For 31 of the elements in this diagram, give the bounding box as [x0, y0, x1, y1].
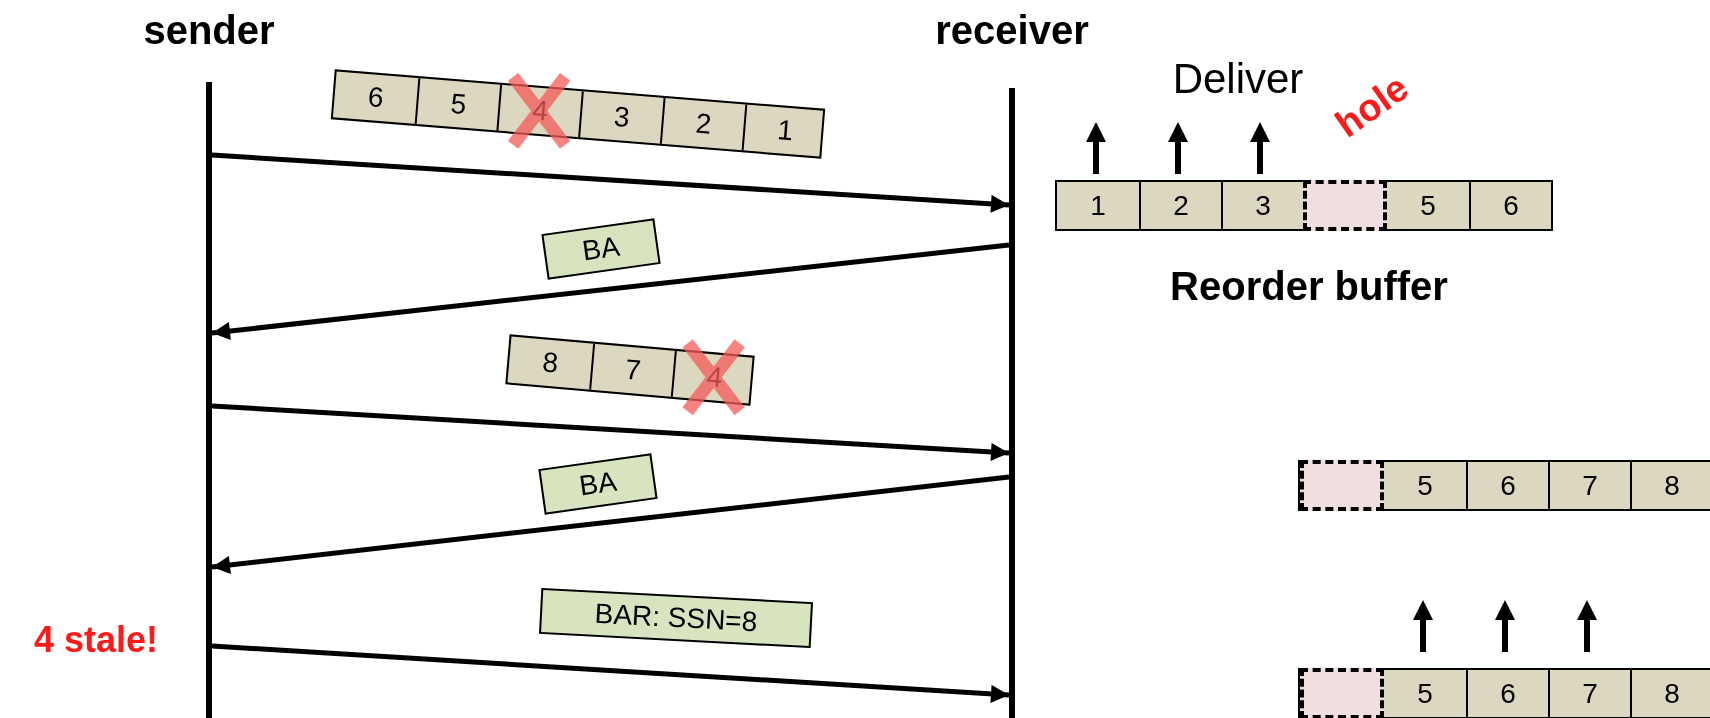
caption-text: Deliver [1172, 55, 1304, 103]
reorder-buffer [1055, 180, 1553, 231]
sequence-number: 3 [578, 91, 664, 144]
ack-packet: BA [541, 218, 661, 280]
sequence-number: 5 [1419, 188, 1437, 223]
sequence-number: 5 [1416, 676, 1434, 711]
sequence-number: 2 [659, 97, 746, 151]
annotation-text: hole [1327, 66, 1417, 146]
sequence-number: 8 [540, 345, 561, 381]
reorder-buffer [1298, 668, 1710, 718]
sequence-number: 7 [1548, 670, 1630, 717]
sequence-number: 1 [741, 104, 828, 157]
sequence-number: 6 [365, 80, 386, 116]
sequence-number: 8 [1630, 670, 1710, 717]
sequence-number: 7 [589, 343, 675, 397]
lifeline-heading: receiver [934, 7, 1090, 54]
sequence-number: 2 [1139, 182, 1221, 229]
sequence-number: 6 [1466, 462, 1548, 509]
ack-packet: BAR: SSN=8 [539, 587, 813, 649]
sequence-number: 5 [1416, 468, 1434, 503]
sequence-number: 7 [1548, 462, 1630, 509]
sequence-number: 8 [1630, 462, 1710, 509]
reorder-buffer [1298, 460, 1710, 511]
caption-text: Reorder buffer [1170, 263, 1448, 309]
annotation-text: 4 stale! [33, 619, 159, 661]
lifeline-heading: sender [142, 7, 276, 54]
sequence-number: 1 [1089, 188, 1107, 223]
sequence-number: 5 [414, 78, 501, 131]
sequence-number: 6 [1469, 182, 1551, 229]
sequence-number: 6 [1466, 670, 1548, 717]
ack-packet: BA [538, 453, 658, 515]
